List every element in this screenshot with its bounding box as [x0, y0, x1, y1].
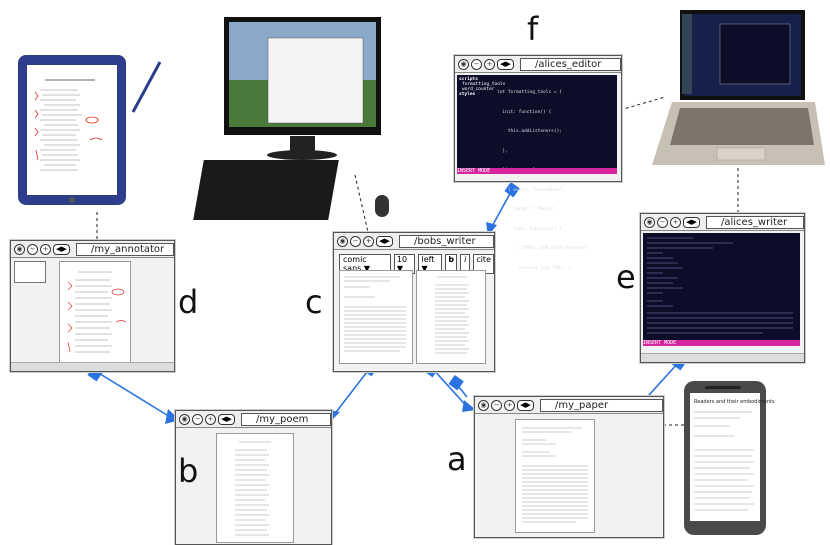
alices-writer-statusbar — [641, 353, 804, 362]
minus-icon[interactable]: − — [491, 399, 502, 411]
code-area: let formatting_tools = { init: function(… — [497, 77, 586, 285]
menu-icon[interactable]: ◉ — [458, 58, 469, 70]
plus-icon[interactable]: + — [484, 58, 495, 70]
label-f: f — [527, 10, 539, 48]
my-poem-titlebar: ◉ − + ◀▶ /my_poem — [176, 411, 331, 428]
annotator-thumbnail[interactable] — [14, 261, 46, 283]
nav-arrows-icon[interactable]: ◀▶ — [517, 399, 534, 411]
code-line: this.addListeners(); — [497, 129, 563, 134]
editor-terminal[interactable]: scripts formatting_tools word_counter st… — [457, 75, 617, 271]
code-line: { event: "mouseDown", — [497, 187, 565, 193]
plus-icon[interactable]: + — [363, 235, 374, 247]
sidebar-item-formatting[interactable]: formatting_tools — [462, 82, 506, 87]
nav-arrows-icon[interactable]: ◀▶ — [497, 58, 514, 70]
label-a: a — [447, 440, 467, 478]
window-title: /my_poem — [241, 412, 331, 426]
annotated-page — [59, 261, 131, 363]
code-line: console.log("URL:"); — [497, 265, 573, 271]
window-title: /alices_writer — [706, 215, 804, 229]
my-paper-titlebar: ◉ − + ◀▶ /my_paper — [475, 397, 663, 414]
window-title: /my_paper — [540, 398, 663, 412]
minus-icon[interactable]: − — [350, 235, 361, 247]
sidebar-styles: styles — [459, 92, 476, 97]
menu-icon[interactable]: ◉ — [179, 413, 190, 425]
nav-arrows-icon[interactable]: ◀▶ — [218, 413, 235, 425]
minus-icon[interactable]: − — [657, 216, 668, 228]
size-value: 10 — [396, 255, 408, 264]
code-line: func: function() { — [497, 226, 563, 232]
label-c: c — [305, 283, 323, 321]
writer-terminal[interactable] — [643, 233, 800, 345]
label-d: d — [178, 283, 199, 321]
menu-icon[interactable]: ◉ — [337, 235, 348, 247]
poem-page — [416, 270, 486, 364]
code-line: }, — [497, 148, 508, 154]
minus-icon[interactable]: − — [471, 58, 482, 70]
my-paper-window[interactable]: ◉ − + ◀▶ /my_paper — [474, 396, 664, 538]
alices-editor-window[interactable]: ◉ − + ◀▶ /alices_editor scripts formatti… — [454, 55, 622, 271]
poem-page — [216, 433, 294, 543]
menu-icon[interactable]: ◉ — [478, 399, 489, 411]
font-value: comic sans — [343, 255, 367, 273]
sidebar-item-wordcounter[interactable]: word_counter — [462, 87, 495, 92]
label-e: e — [616, 258, 636, 296]
annotator-window[interactable]: ◉ − + ◀▶ /my_annotator — [10, 240, 175, 372]
menu-icon[interactable]: ◉ — [14, 243, 25, 255]
label-b: b — [178, 452, 199, 490]
window-title: /my_annotator — [76, 242, 174, 256]
bobs-writer-window[interactable]: ◉ − + ◀▶ /bobs_writer comic sans ▼ 10 ▼ … — [333, 232, 495, 372]
minus-icon[interactable]: − — [192, 413, 203, 425]
plus-icon[interactable]: + — [40, 243, 51, 255]
code-line: init: function() { — [497, 109, 552, 115]
paper-page — [515, 419, 595, 533]
plus-icon[interactable]: + — [504, 399, 515, 411]
paper-page — [339, 270, 413, 364]
svg-text:Readers and their embodiments: Readers and their embodiments — [694, 399, 775, 405]
bobs-writer-titlebar: ◉ − + ◀▶ /bobs_writer — [334, 233, 494, 250]
code-line: let formatting_tools = { — [497, 90, 563, 95]
plus-icon[interactable]: + — [670, 216, 681, 228]
alices-writer-window[interactable]: ◉ − + ◀▶ /alices_writer INSERT MODE — [640, 213, 805, 363]
alices-editor-titlebar: ◉ − + ◀▶ /alices_editor — [455, 56, 621, 73]
alices-writer-titlebar: ◉ − + ◀▶ /alices_writer — [641, 214, 804, 231]
nav-arrows-icon[interactable]: ◀▶ — [376, 235, 393, 247]
align-value: left — [421, 255, 435, 264]
insert-mode-bar: INSERT MODE — [643, 340, 800, 346]
nav-arrows-icon[interactable]: ◀▶ — [683, 216, 700, 228]
annotator-titlebar: ◉ − + ◀▶ /my_annotator — [11, 241, 174, 258]
sidebar-scripts: scripts — [459, 77, 478, 82]
window-title: /bobs_writer — [399, 234, 494, 248]
code-line: //TODO: add bold behavior — [497, 246, 587, 251]
nav-arrows-icon[interactable]: ◀▶ — [53, 243, 70, 255]
window-title: /alices_editor — [520, 57, 621, 71]
my-poem-window[interactable]: ◉ − + ◀▶ /my_poem — [175, 410, 332, 545]
insert-mode-bar: INSERT MODE — [457, 168, 617, 174]
minus-icon[interactable]: − — [27, 243, 38, 255]
annotator-statusbar — [11, 362, 174, 371]
plus-icon[interactable]: + — [205, 413, 216, 425]
menu-icon[interactable]: ◉ — [644, 216, 655, 228]
editor-sidebar: scripts formatting_tools word_counter st… — [459, 77, 506, 97]
code-line: target: "#bold", — [497, 207, 557, 212]
